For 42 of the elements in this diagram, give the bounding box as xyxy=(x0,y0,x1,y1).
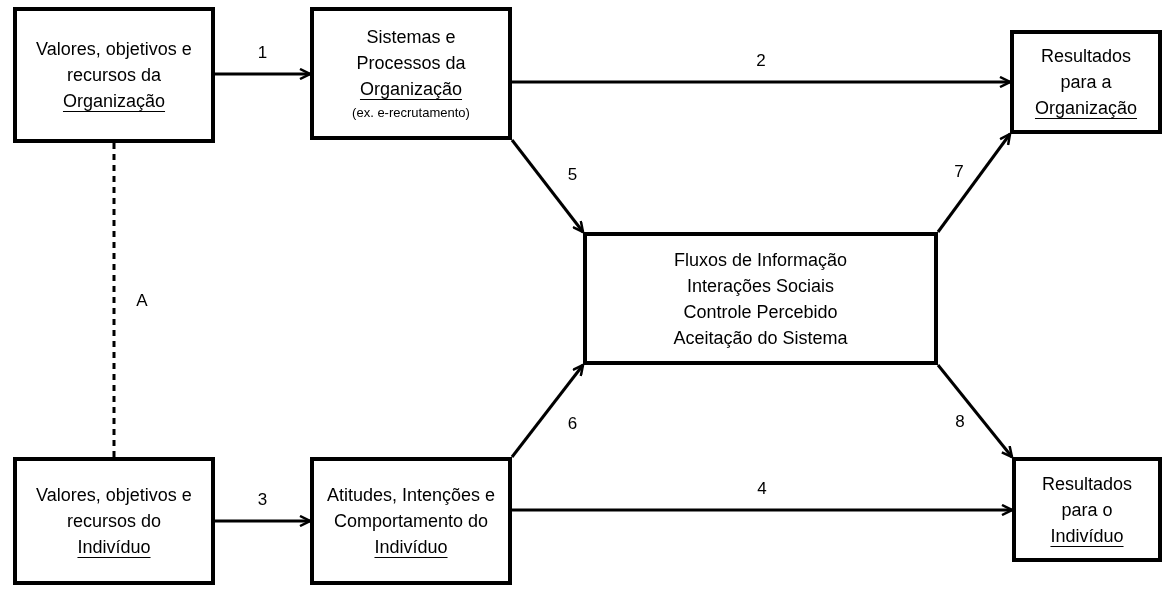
box-text: Organização xyxy=(359,78,463,99)
edge-label: 8 xyxy=(955,412,965,430)
edge-label: 5 xyxy=(567,165,578,183)
box-text: Aceitação do Sistema xyxy=(673,326,848,350)
edge-label: 7 xyxy=(954,162,964,180)
edge-label: 4 xyxy=(757,479,767,497)
box-text: Organização xyxy=(62,91,166,111)
box-text: Fluxos de Informação xyxy=(673,248,848,272)
edge-label: 1 xyxy=(257,43,268,61)
arrow xyxy=(512,503,1014,517)
box-text: Interações Sociais xyxy=(686,274,835,298)
box-text: Indivíduo xyxy=(77,537,151,557)
process-box xyxy=(13,7,215,143)
arrow xyxy=(936,132,1012,233)
edge-label: A xyxy=(136,291,148,309)
box-text: Resultados para o xyxy=(1041,473,1133,520)
edge-label: 2 xyxy=(756,51,766,69)
box-text: (ex. e-recrutamento) xyxy=(352,103,470,122)
arrow xyxy=(215,514,312,528)
box-text: Sistemas e Processos da xyxy=(356,26,466,73)
box-text: Valores, objetivos e recursos da xyxy=(36,39,192,85)
process-box xyxy=(583,232,938,365)
arrow xyxy=(936,364,1014,459)
box-text: Organização xyxy=(1034,98,1138,118)
dashed-connector xyxy=(112,143,116,457)
box-text: Resultados para a xyxy=(1040,46,1132,92)
box-text: Indivíduo xyxy=(1050,525,1124,546)
box-text: Controle Percebido xyxy=(683,300,838,324)
process-box xyxy=(310,457,512,585)
arrow xyxy=(512,75,1012,89)
arrow xyxy=(510,363,585,458)
process-box xyxy=(1010,30,1162,134)
edge-label: 6 xyxy=(567,414,578,432)
arrow xyxy=(215,67,312,81)
process-box xyxy=(13,457,215,585)
process-box xyxy=(1012,457,1162,562)
edge-label: 3 xyxy=(257,490,268,508)
box-text: Atitudes, Intenções e Comportamento do xyxy=(326,485,496,531)
process-box xyxy=(310,7,512,140)
box-text: Indivíduo xyxy=(374,537,448,557)
box-text: Valores, objetivos e recursos do xyxy=(36,485,192,531)
arrow xyxy=(510,139,585,234)
